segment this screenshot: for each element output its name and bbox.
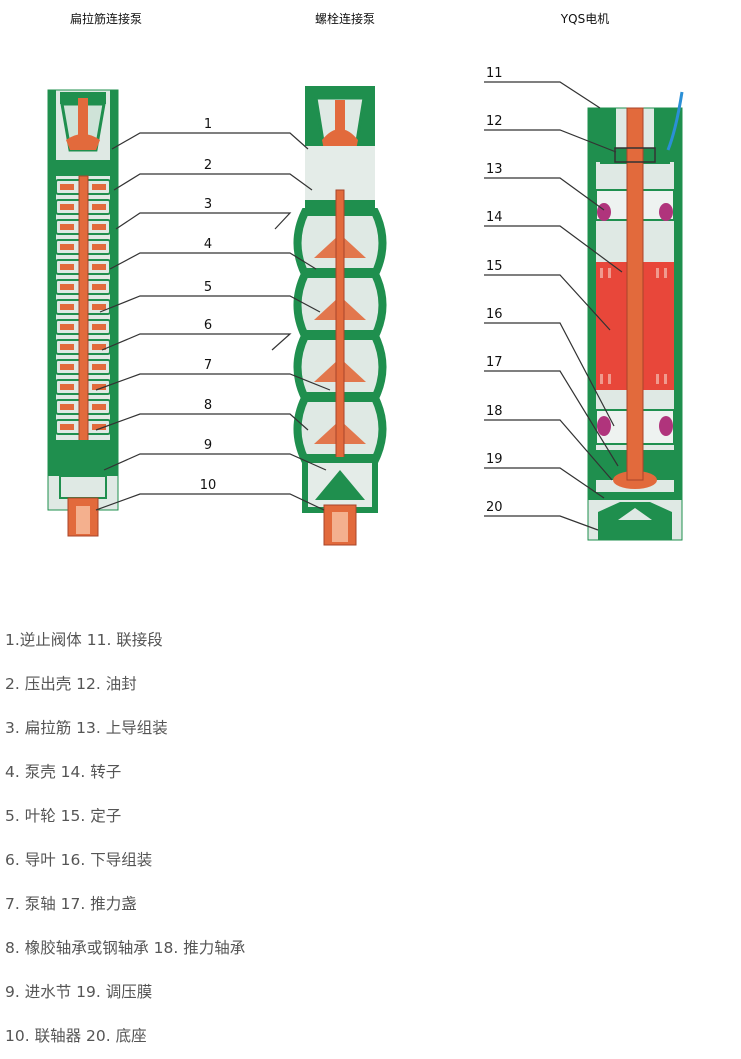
pump-callout-label: 5	[204, 280, 212, 295]
pump-callout-leaders: 1 2 3 4 5 6 7 8 9 10	[95, 117, 331, 511]
motor-callout-label: 12	[486, 114, 503, 129]
motor-callout-label: 13	[486, 162, 503, 177]
pump-callout-label: 2	[204, 158, 212, 173]
motor-callout-label: 16	[486, 307, 503, 322]
legend-line: 4. 泵壳 14. 转子	[5, 763, 122, 781]
legend-line: 3. 扁拉筋 13. 上导组装	[5, 719, 168, 737]
pump-callout-label: 3	[204, 197, 212, 212]
pump-callout-label: 9	[204, 438, 212, 453]
bolt-pump-drawing	[293, 86, 387, 546]
pump-callout-label: 6	[204, 318, 212, 333]
motor-callout-label: 18	[486, 404, 503, 419]
motor-callout-label: 17	[486, 355, 503, 370]
title-flat-rib-pump: 扁拉筋连接泵	[69, 12, 143, 26]
legend-line: 5. 叶轮 15. 定子	[5, 807, 122, 825]
legend-line: 9. 进水节 19. 调压膜	[5, 983, 153, 1001]
legend-line: 2. 压出壳 12. 油封	[5, 675, 137, 693]
legend-line: 1.逆止阀体 11. 联接段	[5, 631, 163, 649]
motor-callout-label: 19	[486, 452, 503, 467]
flat-rib-pump-drawing	[47, 89, 119, 537]
motor-callout-label: 15	[486, 259, 503, 274]
pump-callout-label: 10	[200, 478, 217, 493]
legend-line: 10. 联轴器 20. 底座	[5, 1027, 147, 1045]
motor-callout-label: 11	[486, 66, 503, 81]
motor-callout-leaders: 11 12 13 14 15 16 17 18 19 20	[484, 66, 623, 531]
motor-callout-label: 20	[486, 500, 503, 515]
legend-line: 8. 橡胶轴承或钢轴承 18. 推力轴承	[5, 939, 246, 957]
title-yqs-motor: YQS电机	[560, 12, 610, 26]
legend-line: 7. 泵轴 17. 推力盏	[5, 895, 137, 913]
parts-legend: 1.逆止阀体 11. 联接段 2. 压出壳 12. 油封 3. 扁拉筋 13. …	[5, 618, 725, 1058]
yqs-motor-drawing	[587, 91, 684, 541]
pump-callout-label: 4	[204, 237, 212, 252]
pump-callout-label: 7	[204, 358, 212, 373]
title-bolt-pump: 螺栓连接泵	[314, 12, 376, 26]
pump-callout-label: 1	[204, 117, 212, 132]
pump-callout-label: 8	[204, 398, 212, 413]
legend-line: 6. 导叶 16. 下导组装	[5, 851, 153, 869]
motor-callout-label: 14	[486, 210, 503, 225]
pump-diagram-figure: 扁拉筋连接泵 螺栓连接泵 YQS电机	[47, 12, 684, 546]
